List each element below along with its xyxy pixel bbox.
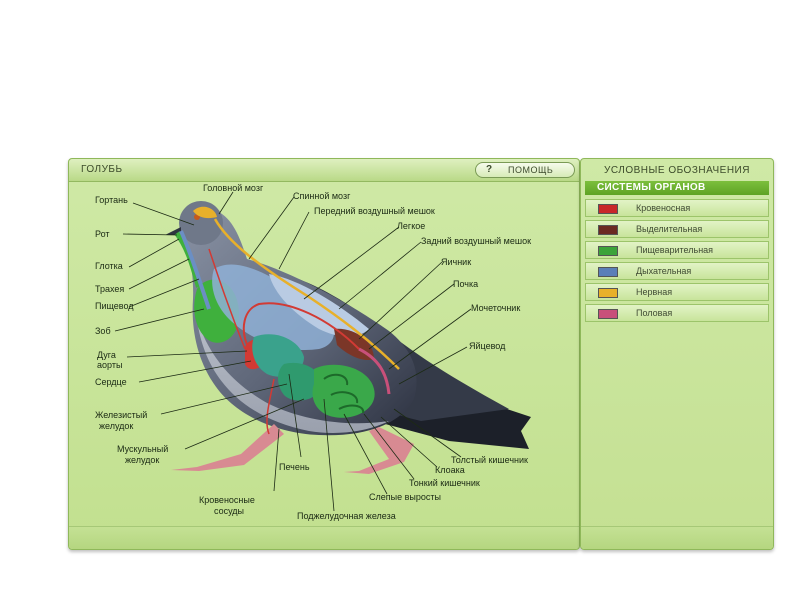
legend-label: Выделительная [636, 224, 703, 234]
label-zadniy-meshok: Задний воздушный мешок [421, 236, 531, 246]
leader-lines [114, 191, 472, 512]
label-musk-1: Мускульный [117, 444, 168, 454]
label-slepye: Слепые выросты [369, 492, 441, 502]
label-yaytsevod: Яйцевод [469, 341, 506, 351]
label-zhel-1: Железистый [95, 410, 147, 420]
legend-swatch-reproductive [598, 309, 618, 319]
label-krov-1: Кровеносные [199, 495, 255, 505]
legend-swatch-circulatory [598, 204, 618, 214]
legend-item-circulatory[interactable]: Кровеносная [585, 199, 769, 217]
pigeon-leg-left [171, 424, 284, 471]
label-peredniy-meshok: Передний воздушный мешок [314, 206, 435, 216]
label-tonkiy: Тонкий кишечник [409, 478, 480, 488]
pigeon-leg-right [344, 427, 414, 474]
label-zhel-2: желудок [99, 421, 133, 431]
label-yaichnik: Яичник [441, 257, 471, 267]
label-duga-2: аорты [97, 360, 122, 370]
label-mochetochnik: Мочеточник [471, 303, 520, 313]
diagram-panel: ГОЛУБЬ ? ПОМОЩЬ [68, 158, 580, 550]
label-traheya: Трахея [95, 284, 124, 294]
legend-subtitle: СИСТЕМЫ ОРГАНОВ [585, 181, 769, 195]
pigeon-diagram: Головной мозг Спинной мозг Передний возд… [95, 183, 531, 521]
label-pechen: Печень [279, 462, 310, 472]
legend-title: УСЛОВНЫЕ ОБОЗНАЧЕНИЯ [604, 165, 750, 176]
legend-panel: УСЛОВНЫЕ ОБОЗНАЧЕНИЯ СИСТЕМЫ ОРГАНОВ Кро… [580, 158, 774, 550]
legend-panel-footer [581, 526, 773, 549]
nervous-brain [193, 206, 217, 219]
label-golovnoy-mozg: Головной мозг [203, 183, 264, 193]
diagram-title: ГОЛУБЬ [81, 164, 123, 175]
reproductive-oviduct [358, 347, 391, 395]
help-button[interactable]: ? ПОМОЩЬ [475, 162, 575, 178]
legend-swatch-nervous [598, 288, 618, 298]
label-musk-2: желудок [125, 455, 159, 465]
label-spinnoy-mozg: Спинной мозг [293, 191, 351, 201]
respiratory-air-sacs [212, 264, 334, 350]
legend-item-reproductive[interactable]: Половая [585, 304, 769, 322]
label-duga-1: Дуга [97, 350, 116, 360]
label-glotka: Глотка [95, 261, 123, 271]
legend-swatch-digestive [598, 246, 618, 256]
legend-label: Нервная [636, 287, 673, 297]
legend-swatch-excretory [598, 225, 618, 235]
legend-item-excretory[interactable]: Выделительная [585, 220, 769, 238]
diagram-panel-footer [69, 526, 579, 549]
help-button-label: ПОМОЩЬ [508, 165, 554, 175]
legend-label: Пищеварительная [636, 245, 714, 255]
intestine-coils [323, 373, 365, 414]
label-tolstyy: Толстый кишечник [451, 455, 528, 465]
nervous-spinal-cord [213, 218, 400, 370]
label-pischevod: Пищевод [95, 301, 134, 311]
label-legkoe: Легкое [397, 221, 425, 231]
legend-label: Кровеносная [636, 203, 691, 213]
label-serdtse: Сердце [95, 377, 127, 387]
legend-label: Дыхательная [636, 266, 692, 276]
label-gortan: Гортань [95, 195, 128, 205]
legend-swatch-respiratory [598, 267, 618, 277]
diagram-panel-header: ГОЛУБЬ ? ПОМОЩЬ [69, 159, 579, 182]
pigeon-anatomy-app: ГОЛУБЬ ? ПОМОЩЬ [68, 158, 774, 550]
label-podzhel: Поджелудочная железа [297, 511, 396, 521]
legend-label: Половая [636, 308, 673, 318]
legend-item-nervous[interactable]: Нервная [585, 283, 769, 301]
circulatory-vessels [208, 248, 275, 435]
label-rot: Рот [95, 229, 110, 239]
legend-item-respiratory[interactable]: Дыхательная [585, 262, 769, 280]
label-krov-2: сосуды [214, 506, 244, 516]
help-icon: ? [486, 164, 493, 175]
label-pochka: Почка [453, 279, 478, 289]
digestive-stomach [278, 362, 322, 401]
circulatory-aorta [242, 302, 360, 350]
respiratory-trachea [179, 230, 211, 310]
legend-item-digestive[interactable]: Пищеварительная [585, 241, 769, 259]
label-zob: Зоб [95, 326, 111, 336]
label-kloaka: Клоака [435, 465, 465, 475]
